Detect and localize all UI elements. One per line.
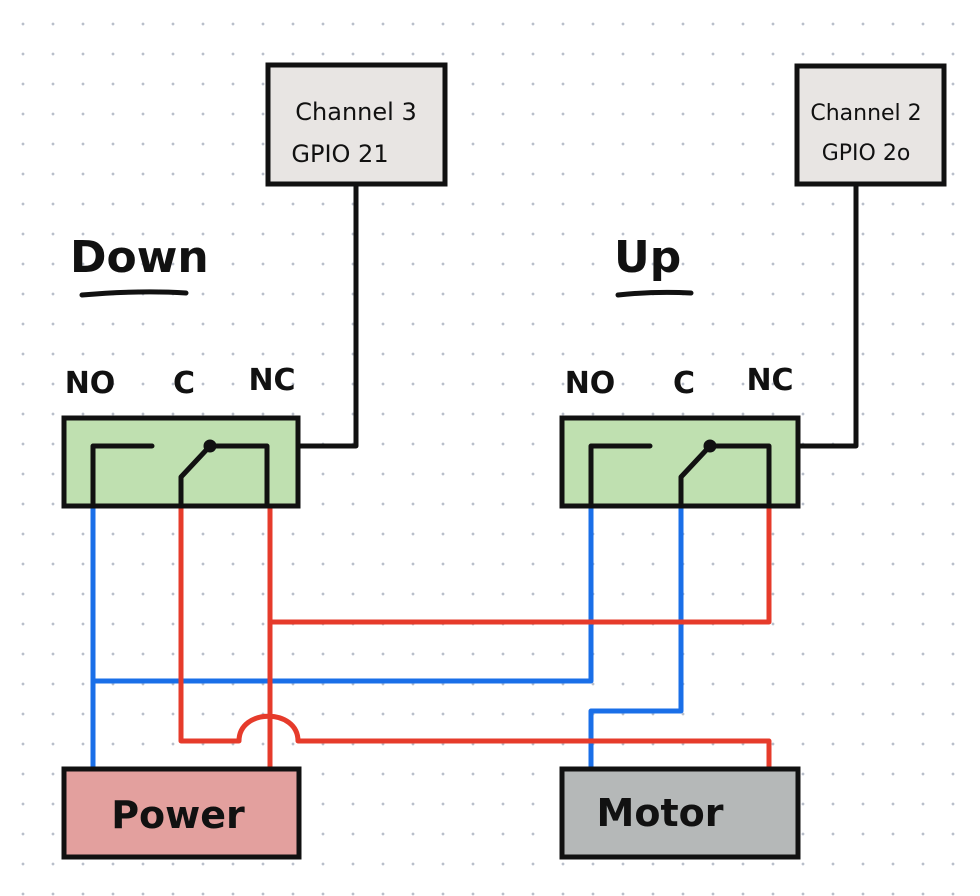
control-wire-channel-2 (795, 182, 859, 449)
channel-box-2: Channel 2 GPIO 2o (794, 63, 947, 187)
underline-down (79, 289, 189, 298)
wire-down-nc-to-up-nc (267, 502, 772, 625)
wire-down-no-to-up-no (90, 502, 594, 684)
channel-2-line1: Channel 2 (810, 101, 921, 126)
relay-up-switch (588, 439, 772, 508)
up-pin-no-label: NO (565, 366, 616, 401)
down-pin-no-label: NO (65, 366, 116, 401)
channel-2-line2: GPIO 2o (822, 141, 911, 166)
relay-down-switch (90, 439, 270, 508)
wire-up-c-to-motor (588, 502, 684, 773)
down-pin-nc-label: NC (248, 363, 295, 398)
wires (90, 502, 772, 773)
motor-box-rect (559, 766, 801, 860)
down-pin-c-label: C (173, 366, 195, 401)
relay-up (559, 415, 801, 509)
underline-up (615, 289, 694, 298)
motor-box: Motor (559, 766, 801, 860)
control-wire-channel-3 (295, 182, 359, 449)
control-wires (295, 182, 859, 449)
relay-title-up: Up (614, 232, 681, 283)
channel-box-3-rect (265, 62, 448, 187)
power-box: Power (61, 766, 302, 860)
power-label: Power (111, 793, 245, 837)
channel-box-3: Channel 3 GPIO 21 (265, 62, 448, 187)
relay-down (61, 415, 301, 509)
up-pin-c-label: C (673, 366, 695, 401)
relay-title-down: Down (70, 232, 209, 283)
power-box-rect (61, 766, 302, 860)
channel-3-line2: GPIO 21 (291, 140, 388, 168)
motor-label: Motor (597, 791, 724, 835)
channel-3-line1: Channel 3 (295, 98, 416, 126)
channel-box-2-rect (794, 63, 947, 187)
up-pin-nc-label: NC (746, 363, 793, 398)
